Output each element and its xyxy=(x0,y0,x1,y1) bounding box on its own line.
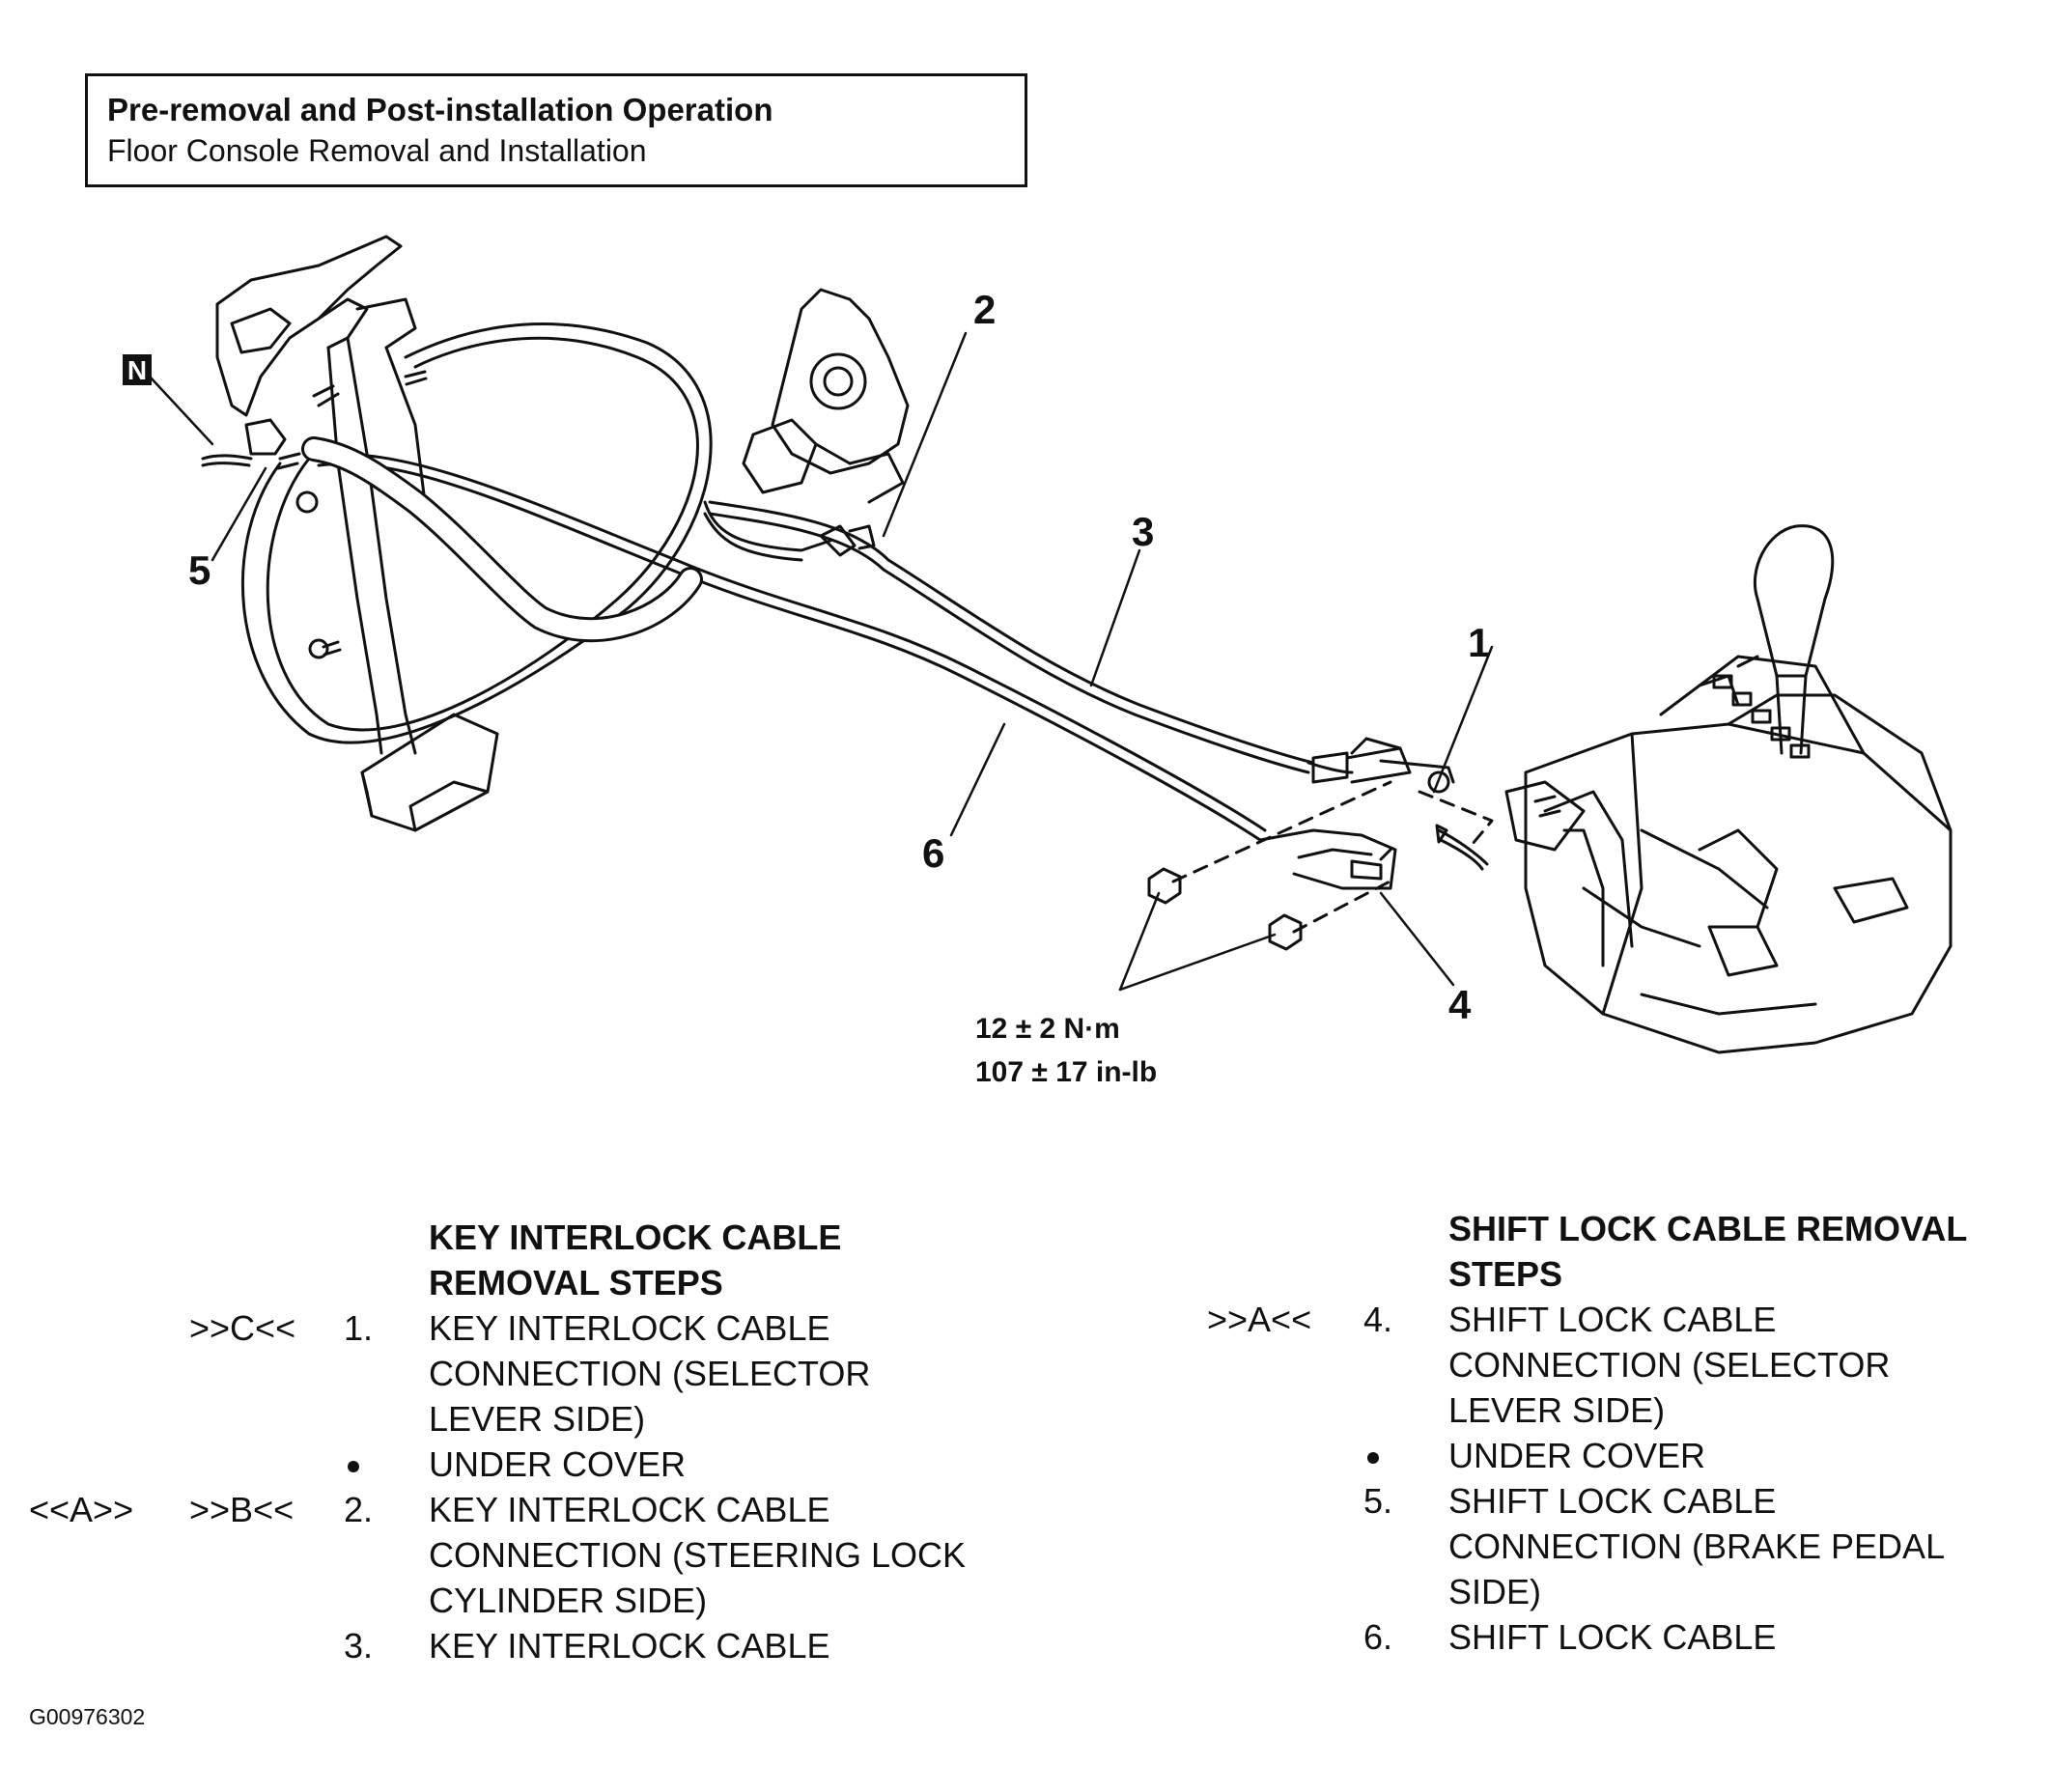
under-cover-2: UNDER COVER xyxy=(1448,1436,1706,1475)
step-2-number: 2. xyxy=(344,1490,374,1529)
steering-lock-cylinder xyxy=(742,288,910,504)
step-2-line-2: CONNECTION (STEERING LOCK xyxy=(429,1535,967,1575)
clip-pin xyxy=(201,454,253,467)
dashed-guides xyxy=(1171,780,1494,934)
step-4-tag: >>A<< xyxy=(1207,1300,1312,1339)
key-interlock-cable xyxy=(703,500,1315,774)
step-5-number: 5. xyxy=(1363,1481,1393,1521)
leader-lines xyxy=(148,331,1494,992)
step-2-line-1: KEY INTERLOCK CABLE xyxy=(429,1490,830,1529)
callout-1: 1 xyxy=(1468,620,1490,665)
step-1-line-1: KEY INTERLOCK CABLE xyxy=(429,1308,830,1348)
callout-5: 5 xyxy=(188,547,211,593)
step-2-line-3: CYLINDER SIDE) xyxy=(429,1581,708,1620)
bullet-under-cover-2 xyxy=(1367,1452,1379,1464)
step-4-line-3: LEVER SIDE) xyxy=(1448,1390,1666,1430)
under-cover-1: UNDER COVER xyxy=(429,1444,687,1484)
selector-side-fittings xyxy=(1147,737,1489,951)
operation-header-box: Pre-removal and Post-installation Operat… xyxy=(85,73,1027,187)
step-4-number: 4. xyxy=(1363,1300,1393,1339)
header-subtitle: Floor Console Removal and Installation xyxy=(107,133,647,168)
header-title: Pre-removal and Post-installation Operat… xyxy=(107,92,773,127)
key-steps-title-2: REMOVAL STEPS xyxy=(429,1263,723,1302)
callout-4: 4 xyxy=(1448,982,1472,1027)
cable-end-clip xyxy=(819,524,876,557)
shift-lock-cable xyxy=(240,322,1267,842)
step-1-line-2: CONNECTION (SELECTOR xyxy=(429,1354,871,1393)
step-5-line-1: SHIFT LOCK CABLE xyxy=(1448,1481,1777,1521)
step-5-line-2: CONNECTION (BRAKE PEDAL xyxy=(1448,1526,1946,1566)
step-1-number: 1. xyxy=(344,1308,374,1348)
step-3-line-1: KEY INTERLOCK CABLE xyxy=(429,1626,830,1666)
selector-lever-assembly xyxy=(1504,524,1953,1054)
step-2-tag: >>B<< xyxy=(189,1490,295,1529)
cable-diagram: N 2 3 1 6 4 5 12 ± 2 N·m 107 ± 17 in-lb xyxy=(123,235,1953,1088)
n-badge-label: N xyxy=(127,355,147,385)
key-steps-title-1: KEY INTERLOCK CABLE xyxy=(429,1218,842,1257)
shift-steps-title-1: SHIFT LOCK CABLE REMOVAL xyxy=(1448,1209,1968,1248)
callout-3: 3 xyxy=(1132,509,1154,554)
step-5-line-3: SIDE) xyxy=(1448,1572,1542,1611)
n-badge xyxy=(123,354,152,385)
clevis xyxy=(244,418,287,456)
step-3-number: 3. xyxy=(344,1626,374,1666)
step-1-tag: >>C<< xyxy=(189,1308,296,1348)
step-6-number: 6. xyxy=(1363,1617,1393,1657)
figure-code: G00976302 xyxy=(29,1704,146,1729)
brake-pedal-assembly xyxy=(215,235,499,832)
step-4-line-2: CONNECTION (SELECTOR xyxy=(1448,1345,1891,1385)
step-4-line-1: SHIFT LOCK CABLE xyxy=(1448,1300,1777,1339)
torque-metric: 12 ± 2 N·m xyxy=(975,1013,1120,1045)
bullet-under-cover xyxy=(348,1461,359,1472)
step-2-tag-left: <<A>> xyxy=(29,1490,134,1529)
key-interlock-steps: KEY INTERLOCK CABLE REMOVAL STEPS >>C<< 1… xyxy=(29,1215,1043,1668)
step-1-line-3: LEVER SIDE) xyxy=(429,1399,646,1439)
torque-imperial: 107 ± 17 in-lb xyxy=(975,1056,1157,1088)
step-6-line-1: SHIFT LOCK CABLE xyxy=(1448,1617,1777,1657)
shift-lock-steps: SHIFT LOCK CABLE REMOVAL STEPS >>A<< 4. SH… xyxy=(1207,1206,2037,1660)
callout-6: 6 xyxy=(922,830,944,876)
shift-steps-title-2: STEPS xyxy=(1448,1254,1563,1294)
callout-2: 2 xyxy=(973,287,996,332)
